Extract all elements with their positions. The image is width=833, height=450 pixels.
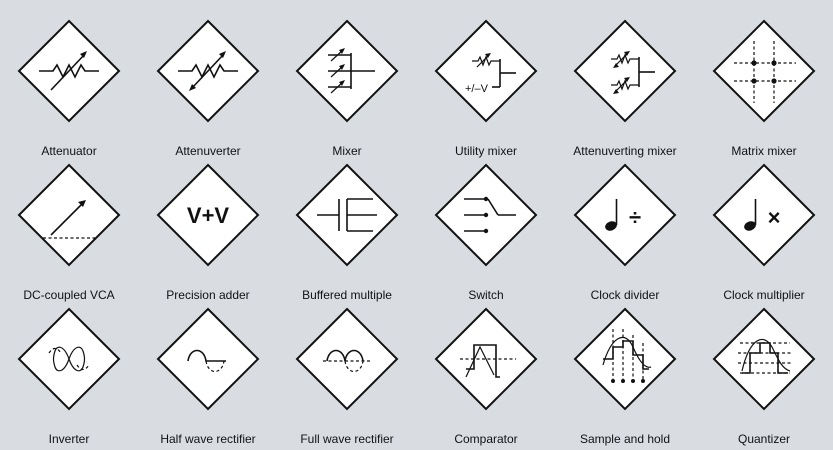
clock-multiplier-glyph: × [768,205,781,230]
symbol-full-wave-rectifier: Full wave rectifier [278,306,416,446]
symbol-switch: Switch [417,162,555,302]
symbol-label: Utility mixer [455,144,517,158]
attenuverting-mixer-icon [573,19,677,123]
symbol-label: Quantizer [737,432,791,446]
symbol-label: Half wave rectifier [160,432,256,446]
symbol-attenuverter: Attenuverter [139,18,277,158]
symbol-label: Full wave rectifier [300,432,394,446]
buffered-multiple-icon [295,163,399,267]
matrix-mixer-icon [712,19,816,123]
symbol-mixer: Mixer [278,18,416,158]
symbol-label: Clock divider [590,288,660,302]
symbol-attenuverting-mixer: Attenuverting mixer [556,18,694,158]
attenuverter-icon [156,19,260,123]
mixer-icon [295,19,399,123]
dc-coupled-vca-icon [17,163,121,267]
switch-icon [434,163,538,267]
precision-adder-glyph: V+V [187,203,230,228]
symbol-quantizer: Quantizer [695,306,833,446]
symbol-half-wave-rectifier: Half wave rectifier [139,306,277,446]
clock-divider-icon: ÷ [573,163,677,267]
symbol-dc-coupled-vca: DC-coupled VCA [0,162,138,302]
comparator-icon [434,307,538,411]
quantizer-icon [712,307,816,411]
inverter-icon [17,307,121,411]
full-wave-rectifier-icon [295,307,399,411]
attenuator-icon [17,19,121,123]
symbol-clock-divider: ÷ Clock divider [556,162,694,302]
symbol-label: Attenuverting mixer [573,144,677,158]
symbol-label: Sample and hold [579,432,671,446]
symbol-buffered-multiple: Buffered multiple [278,162,416,302]
symbol-sample-and-hold: Sample and hold [556,306,694,446]
symbol-precision-adder: V+V Precision adder [139,162,277,302]
symbol-comparator: Comparator [417,306,555,446]
symbol-label: DC-coupled VCA [23,288,115,302]
symbol-inverter: Inverter [0,306,138,446]
utility-mixer-icon: +/–V [434,19,538,123]
symbol-label: Matrix mixer [731,144,797,158]
symbol-label: Inverter [48,432,90,446]
symbol-utility-mixer: +/–V Utility mixer [417,18,555,158]
symbol-label: Clock multiplier [723,288,805,302]
clock-divider-glyph: ÷ [629,205,641,230]
symbol-label: Mixer [332,144,362,158]
symbol-label: Attenuator [41,144,97,158]
sample-and-hold-icon [573,307,677,411]
precision-adder-icon: V+V [156,163,260,267]
symbol-clock-multiplier: × Clock multiplier [695,162,833,302]
symbol-label: Attenuverter [175,144,241,158]
symbol-label: Comparator [454,432,518,446]
symbol-attenuator: Attenuator [0,18,138,158]
symbol-label: Precision adder [166,288,250,302]
symbol-matrix-mixer: Matrix mixer [695,18,833,158]
utility-mixer-glyph: +/–V [465,83,489,95]
half-wave-rectifier-icon [156,307,260,411]
symbol-label: Buffered multiple [302,288,392,302]
clock-multiplier-icon: × [712,163,816,267]
symbol-label: Switch [468,288,504,302]
